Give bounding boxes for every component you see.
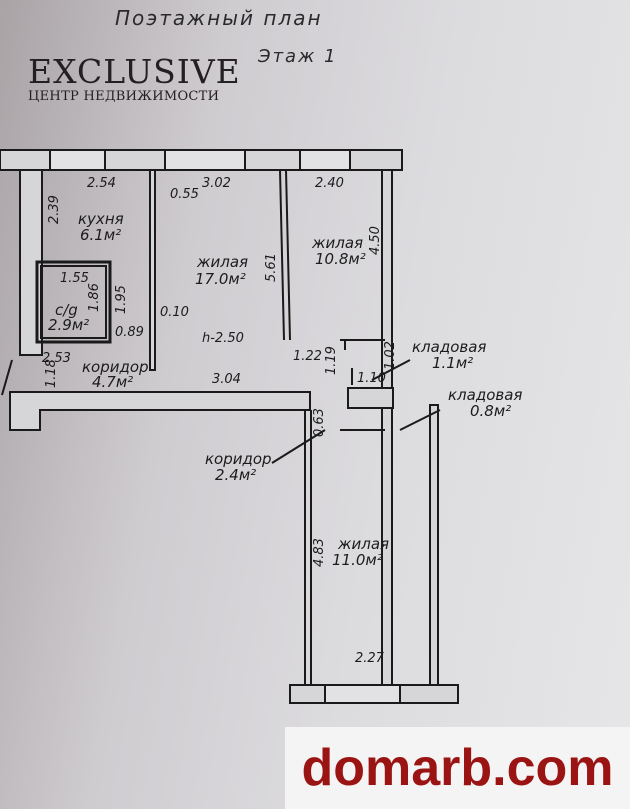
room-corridor1-name: коридор (82, 358, 149, 376)
room-corridor1-area: 4.7м² (92, 373, 134, 391)
logo-name: EXCLUSIVE (28, 52, 241, 91)
dim: 1.19 (324, 346, 339, 375)
room-kitchen-name: кухня (78, 210, 124, 228)
room-living2-area: 10.8м² (315, 250, 366, 268)
dim: 1.02 (383, 341, 398, 370)
plan-title: Поэтажный план (115, 6, 323, 30)
room-corridor2-name: коридор (205, 450, 272, 468)
floor-label: Этаж 1 (258, 46, 338, 67)
dim: 1.95 (114, 285, 129, 314)
dim: 2.27 (355, 651, 384, 666)
dim: 1.10 (357, 371, 386, 386)
dim: 3.02 (202, 176, 231, 191)
dim: 0.55 (170, 187, 199, 202)
room-kitchen-area: 6.1м² (80, 226, 122, 244)
dim: 1.55 (60, 271, 89, 286)
agency-logo: EXCLUSIVE ЦЕНТР НЕДВИЖИМОСТИ (28, 52, 241, 104)
dim: 4.83 (312, 538, 327, 567)
room-corridor2-area: 2.4м² (215, 466, 257, 484)
room-living3-area: 11.0м² (332, 551, 383, 569)
dim: 4.50 (368, 226, 383, 255)
dim: 2.53 (42, 351, 71, 366)
dim: 1.22 (293, 349, 322, 364)
room-living3-name: жилая (338, 535, 390, 553)
dim: 0.63 (312, 408, 327, 437)
dim: h-2.50 (202, 331, 244, 346)
dim: 0.10 (160, 305, 189, 320)
room-living1-area: 17.0м² (195, 270, 246, 288)
room-storage1-area: 1.1м² (432, 354, 474, 372)
dim: 2.54 (87, 176, 116, 191)
dim: 2.39 (47, 195, 62, 224)
dim: 5.61 (264, 253, 279, 282)
watermark: domarb.com (285, 727, 630, 809)
room-bathroom-area: 2.9м² (48, 316, 90, 334)
logo-subtitle: ЦЕНТР НЕДВИЖИМОСТИ (28, 89, 220, 104)
room-bathroom-name: с/g (55, 301, 78, 319)
dim: 2.40 (315, 176, 344, 191)
room-living2-name: жилая (312, 234, 364, 252)
dim: 1.86 (87, 283, 102, 312)
room-storage1-name: кладовая (412, 338, 487, 356)
room-living1-name: жилая (197, 253, 249, 271)
dim: 3.04 (212, 372, 241, 387)
room-storage2-name: кладовая (448, 386, 523, 404)
dim: 0.89 (115, 325, 144, 340)
dim: 1.18 (44, 359, 59, 388)
room-storage2-area: 0.8м² (470, 402, 512, 420)
